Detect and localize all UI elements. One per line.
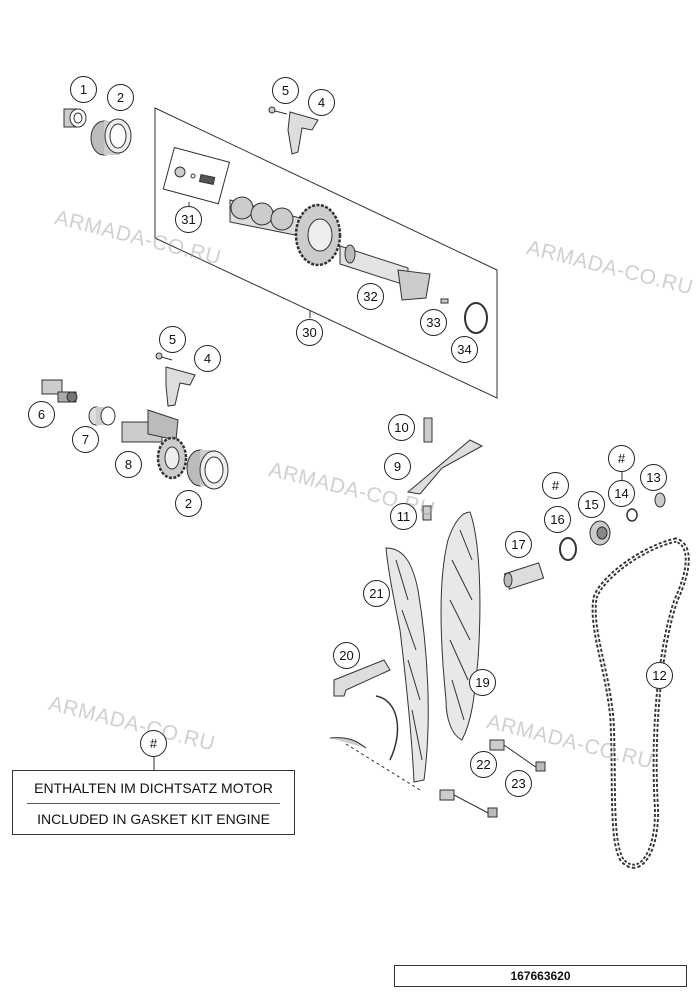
part-8-camshaft	[121, 409, 188, 480]
part-22-bolt	[489, 739, 546, 772]
callout-20: 20	[333, 642, 360, 669]
callout-7: 7	[72, 426, 99, 453]
callout-31: 31	[175, 206, 202, 233]
callout-4: 4	[194, 345, 221, 372]
part-16-seal-ring	[559, 537, 577, 561]
part-7-bushing	[88, 406, 116, 426]
callout-4: 4	[308, 89, 335, 116]
callout-9: 9	[384, 453, 411, 480]
part-12-timing-chain	[591, 537, 690, 869]
callout-5: 5	[272, 77, 299, 104]
part-5-screw-lower	[155, 352, 173, 361]
part-4-rocker-upper	[287, 111, 319, 155]
callout-16: 16	[544, 506, 571, 533]
part-17-tensioner	[503, 562, 545, 590]
part-14-seal-ring	[626, 508, 638, 522]
part-2-bearing-upper	[90, 118, 132, 156]
note-line-english: INCLUDED IN GASKET KIT ENGINE	[37, 811, 270, 827]
callout-2: 2	[107, 84, 134, 111]
part-34-circlip	[464, 302, 488, 334]
callout-17: 17	[505, 531, 532, 558]
callout-22: 22	[470, 751, 497, 778]
callout-6: 6	[28, 401, 55, 428]
callout-15: 15	[578, 491, 605, 518]
part-23-bolt	[439, 789, 498, 818]
part-33-pin	[440, 298, 449, 304]
callout-12: 12	[646, 662, 673, 689]
part-20-bracket	[333, 659, 391, 697]
callout-32: 32	[357, 283, 384, 310]
part-11-sleeve	[422, 505, 432, 521]
callout-1: 1	[70, 76, 97, 103]
callout-11: 11	[390, 503, 417, 530]
part-19-guide-rail	[440, 511, 481, 741]
callout-34: 34	[451, 336, 478, 363]
camshaft-kit-frame	[154, 107, 498, 399]
note-line-german: ENTHALTEN IM DICHTSATZ MOTOR	[34, 780, 273, 796]
callout-30: 30	[296, 319, 323, 346]
callout-gasket-kit-14: #	[608, 445, 635, 472]
callout-13: 13	[640, 464, 667, 491]
document-id: 167663620	[394, 965, 687, 987]
gasket-kit-note: ENTHALTEN IM DICHTSATZ MOTOR INCLUDED IN…	[12, 770, 295, 835]
part-21-tensioner-rail	[385, 547, 429, 783]
part-13-plug	[654, 492, 666, 508]
callout-5: 5	[159, 326, 186, 353]
note-divider	[27, 803, 280, 804]
callout-23: 23	[505, 770, 532, 797]
part-2-bearing-lower	[186, 449, 229, 490]
callout-33: 33	[420, 309, 447, 336]
callout-gasket-kit: #	[140, 730, 167, 757]
part-1-bushing	[63, 108, 87, 128]
callout-19: 19	[469, 669, 496, 696]
callout-14: 14	[608, 480, 635, 507]
callout-8: 8	[115, 451, 142, 478]
part-5-screw-upper	[268, 106, 288, 115]
callout-2: 2	[175, 490, 202, 517]
callout-10: 10	[388, 414, 415, 441]
callout-gasket-kit-16: #	[542, 472, 569, 499]
camshaft	[229, 196, 431, 301]
camshaft-small-parts-frame	[162, 146, 231, 205]
part-9-bracket	[406, 439, 484, 495]
part-6-valve	[41, 379, 78, 403]
part-31-small-parts	[174, 166, 216, 185]
part-4-rocker-lower	[165, 366, 196, 407]
callout-21: 21	[363, 580, 390, 607]
part-15-plug	[589, 520, 611, 546]
part-10-bolt	[423, 417, 433, 443]
